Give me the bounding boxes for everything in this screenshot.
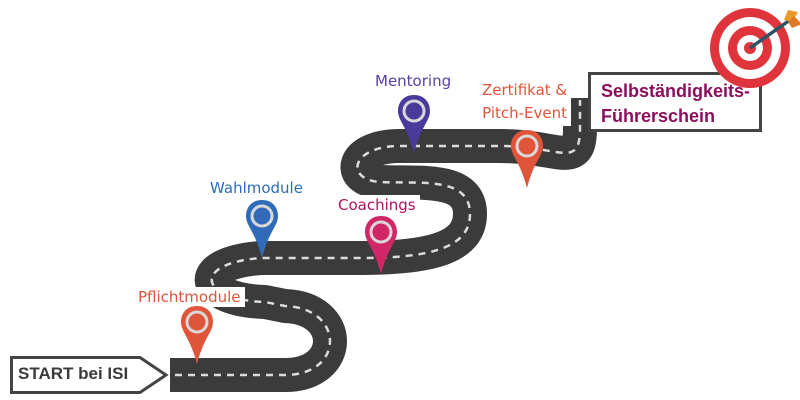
map-pin-icon bbox=[398, 95, 430, 153]
map-pin-icon bbox=[365, 216, 397, 274]
start-arrow-shape bbox=[10, 356, 169, 394]
goal-title-line2: Führerschein bbox=[601, 106, 716, 126]
milestone-label-zertifikat: Zertifikat & Pitch-Event bbox=[478, 78, 572, 126]
milestone-label-wahlmodule: Wahlmodule bbox=[210, 179, 303, 197]
target-icon bbox=[710, 8, 800, 88]
map-pin-icon bbox=[246, 200, 278, 258]
arrow-icon bbox=[748, 10, 800, 50]
map-pin-icon bbox=[181, 306, 213, 364]
milestone-label-coachings: Coachings bbox=[334, 195, 420, 215]
map-pin-icon bbox=[511, 130, 543, 188]
milestone-label-mentoring: Mentoring bbox=[375, 72, 452, 90]
start-label: START bei ISI bbox=[18, 364, 129, 383]
goal-title-line1: Selbständigkeits- bbox=[601, 81, 751, 101]
milestone-label-pflichtmodule: Pflichtmodule bbox=[134, 287, 245, 307]
start-sign: START bei ISI bbox=[10, 356, 169, 394]
